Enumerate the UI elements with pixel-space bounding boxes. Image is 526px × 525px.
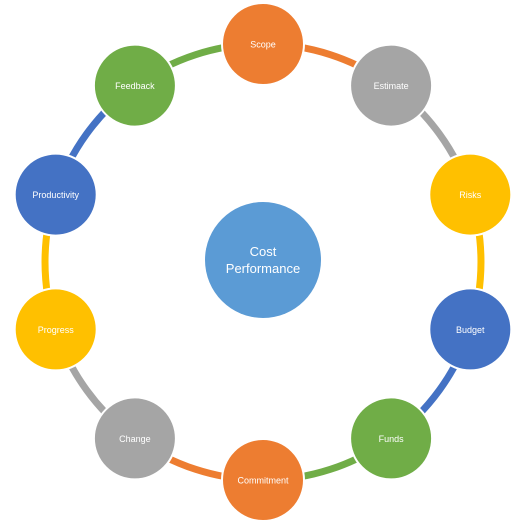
node-circle-funds bbox=[349, 396, 434, 481]
node-circle-productivity bbox=[13, 152, 98, 237]
node-circle-risks bbox=[428, 152, 513, 237]
node-circle-estimate bbox=[349, 43, 434, 128]
node-label-risks: Risks bbox=[459, 190, 481, 200]
node-label-feedback: Feedback bbox=[115, 81, 155, 91]
center-label-line-1: Cost bbox=[250, 244, 277, 259]
node-risks: Risks bbox=[428, 152, 513, 237]
node-productivity: Productivity bbox=[13, 152, 98, 237]
node-funds: Funds bbox=[349, 396, 434, 481]
node-label-funds: Funds bbox=[379, 434, 405, 444]
node-circle-budget bbox=[428, 287, 513, 372]
node-circle-commitment bbox=[221, 438, 305, 522]
node-label-scope: Scope bbox=[250, 40, 276, 50]
node-budget: Budget bbox=[428, 287, 513, 372]
node-circle-feedback bbox=[92, 43, 177, 128]
node-commitment: Commitment bbox=[221, 438, 305, 522]
node-change: Change bbox=[92, 396, 177, 481]
node-label-productivity: Productivity bbox=[32, 190, 79, 200]
node-estimate: Estimate bbox=[349, 43, 434, 128]
center-circle bbox=[205, 202, 321, 318]
node-label-estimate: Estimate bbox=[374, 81, 409, 91]
center-label-line-2: Performance bbox=[226, 261, 300, 276]
node-progress: Progress bbox=[13, 287, 98, 372]
node-scope: Scope bbox=[221, 2, 305, 86]
node-label-change: Change bbox=[119, 434, 151, 444]
node-circle-change bbox=[92, 396, 177, 481]
node-label-commitment: Commitment bbox=[237, 476, 289, 486]
node-feedback: Feedback bbox=[92, 43, 177, 128]
center-node: Cost Performance bbox=[205, 202, 321, 318]
node-circle-progress bbox=[13, 287, 98, 372]
node-label-budget: Budget bbox=[456, 325, 485, 335]
node-label-progress: Progress bbox=[38, 325, 75, 335]
node-circle-scope bbox=[221, 2, 305, 86]
